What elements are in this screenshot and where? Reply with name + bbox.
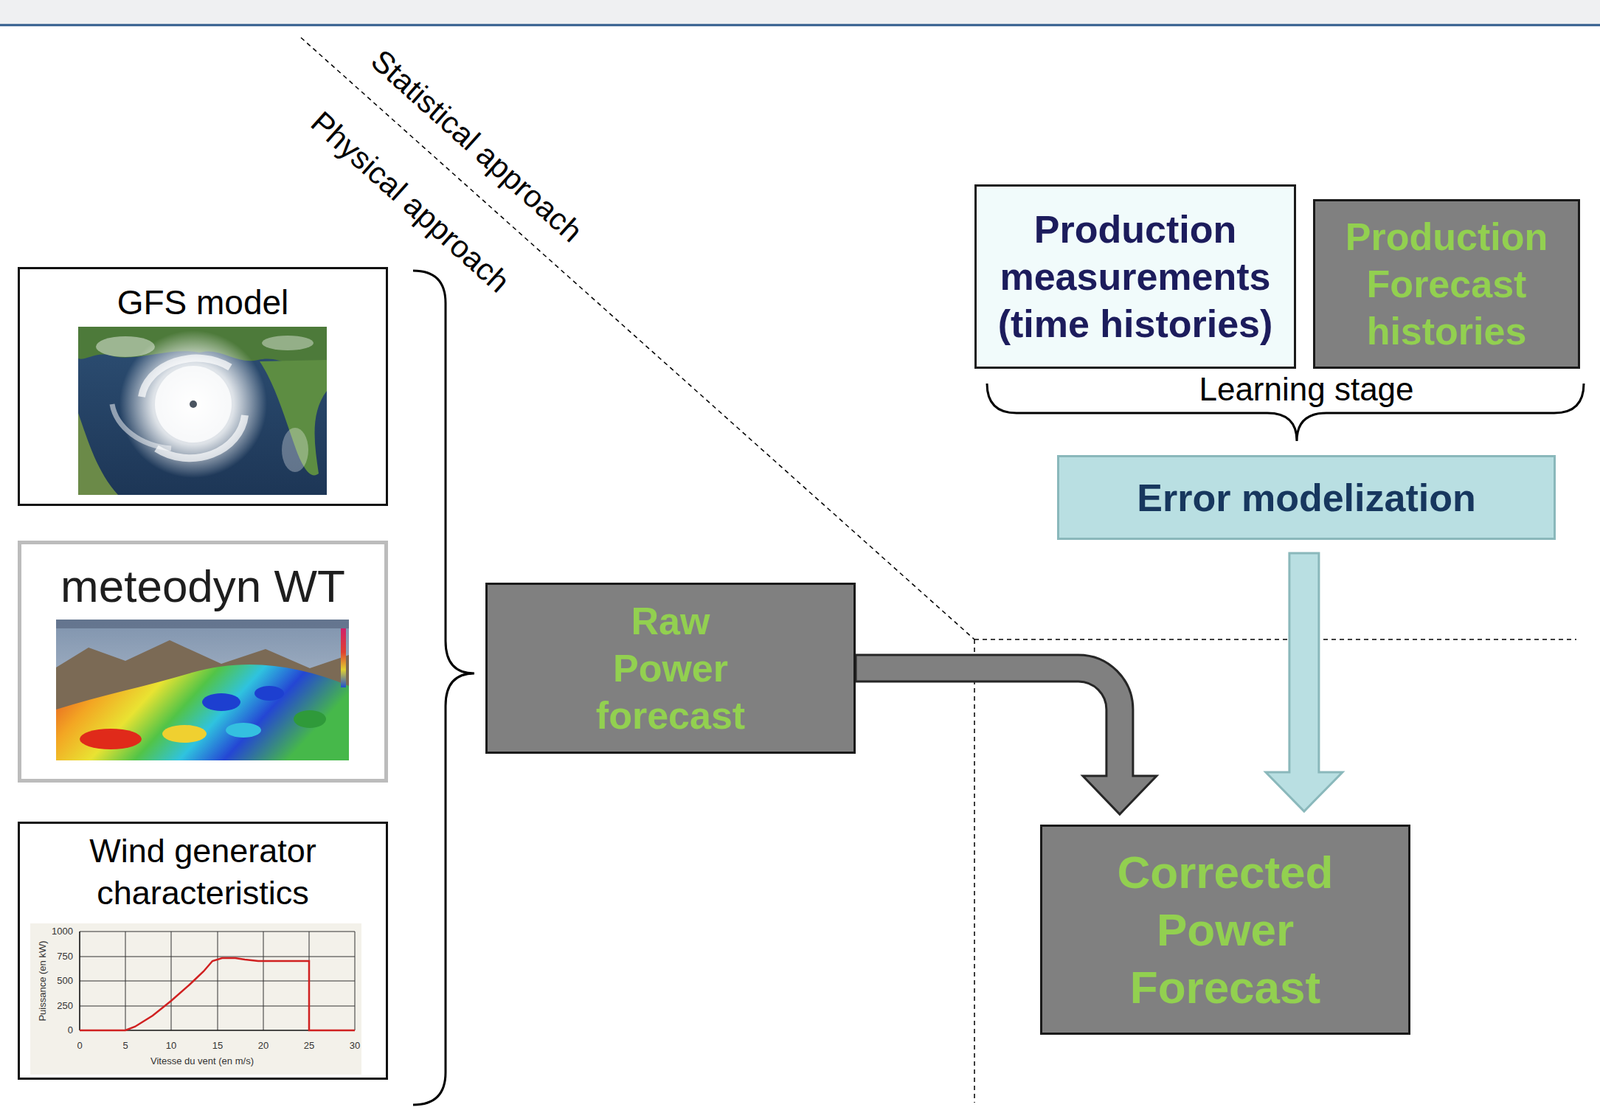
- wind-simulation-image: [225, 722, 262, 738]
- output-box: Corrected Power Forecast: [1040, 824, 1411, 1035]
- wind-simulation-image: [340, 628, 346, 688]
- satellite-image: [141, 358, 231, 397]
- node-text: Raw Power forecast: [582, 597, 760, 740]
- power-curve-chart: [30, 923, 362, 1075]
- wind-simulation-image: [79, 728, 142, 750]
- axis-tick: 0: [67, 1025, 74, 1037]
- axis-tick: 15: [212, 1040, 223, 1052]
- node-text: GFS model: [117, 282, 290, 323]
- satellite-image: [78, 326, 327, 495]
- header-band: [0, 0, 1600, 25]
- wind-simulation-image: [56, 664, 349, 761]
- satellite-image: [189, 400, 197, 408]
- axis-tick: 0: [76, 1040, 82, 1052]
- wind-simulation-image: [56, 619, 349, 761]
- curly-brace: [413, 270, 475, 1106]
- power-curve-chart: [79, 931, 355, 1031]
- node-text: meteodyn WT: [60, 560, 346, 613]
- power-curve-chart: [354, 931, 356, 1031]
- wind-simulation-image: [293, 710, 327, 729]
- wind-simulation-image: [162, 725, 207, 743]
- power-curve-chart: [79, 958, 355, 1031]
- node-text: Production measurements (time histories): [987, 205, 1283, 348]
- header-band: [0, 24, 1600, 27]
- axis-tick: 10: [165, 1040, 177, 1052]
- node-text: Error modelization: [1136, 474, 1476, 522]
- input-box: meteodyn WT: [17, 540, 389, 783]
- satellite-image: [281, 427, 309, 473]
- axis-tick: 1000: [51, 926, 74, 938]
- satellite-image: [259, 359, 327, 476]
- header-band: [0, 0, 1600, 26]
- axis-tick: 500: [56, 975, 74, 987]
- region-label: Statistical approach: [363, 42, 589, 250]
- wind-simulation-image: [254, 686, 285, 701]
- data-box: Production measurements (time histories): [974, 184, 1297, 369]
- satellite-image: [156, 415, 245, 459]
- axis-tick: 750: [56, 951, 74, 963]
- axis-tick: 30: [349, 1040, 360, 1052]
- satellite-image: [112, 404, 172, 449]
- axis-tick: 250: [56, 1001, 74, 1013]
- axis-title: Vitesse du vent (en m/s): [150, 1056, 254, 1068]
- input-box: GFS model: [17, 267, 389, 507]
- wind-simulation-image: [56, 619, 349, 629]
- dashed-divider: [974, 638, 1577, 641]
- node-text: Corrected Power Forecast: [1099, 843, 1351, 1017]
- satellite-image: [154, 365, 232, 443]
- power-curve-chart: [171, 931, 172, 1031]
- brace-label: Learning stage: [1194, 371, 1418, 409]
- satellite-image: [78, 413, 119, 495]
- dashed-divider: [973, 639, 976, 1103]
- power-curve-chart: [78, 931, 81, 1031]
- satellite-image: [261, 335, 314, 351]
- dashed-divider: [300, 37, 1577, 1103]
- axis-tick: 25: [303, 1040, 315, 1052]
- block-arrow: [855, 655, 1157, 815]
- power-curve-chart: [125, 931, 127, 1031]
- axis-tick: 5: [122, 1040, 128, 1052]
- satellite-image: [78, 326, 327, 495]
- node-text: Production Forecast histories: [1335, 213, 1558, 355]
- axis-tick: 20: [258, 1040, 269, 1052]
- power-curve-chart: [30, 923, 362, 1075]
- block-arrow: [1265, 553, 1343, 812]
- power-curve-chart: [79, 931, 355, 1031]
- input-box: Wind generator characteristics: [17, 821, 389, 1080]
- wind-simulation-image: [56, 640, 349, 761]
- wind-simulation-image: [56, 619, 349, 761]
- node-text: Wind generator characteristics: [62, 829, 344, 914]
- process-box: Error modelization: [1057, 455, 1556, 540]
- data-box: Production Forecast histories: [1313, 199, 1581, 369]
- process-box: Raw Power forecast: [485, 582, 856, 754]
- axis-title: Puissance (en kW): [37, 940, 49, 1021]
- power-curve-chart: [263, 931, 265, 1031]
- power-curve-chart: [217, 931, 219, 1031]
- wind-simulation-image: [202, 693, 241, 712]
- curly-brace: [413, 270, 1584, 1106]
- satellite-image: [119, 330, 268, 479]
- dashed-divider: [300, 37, 975, 640]
